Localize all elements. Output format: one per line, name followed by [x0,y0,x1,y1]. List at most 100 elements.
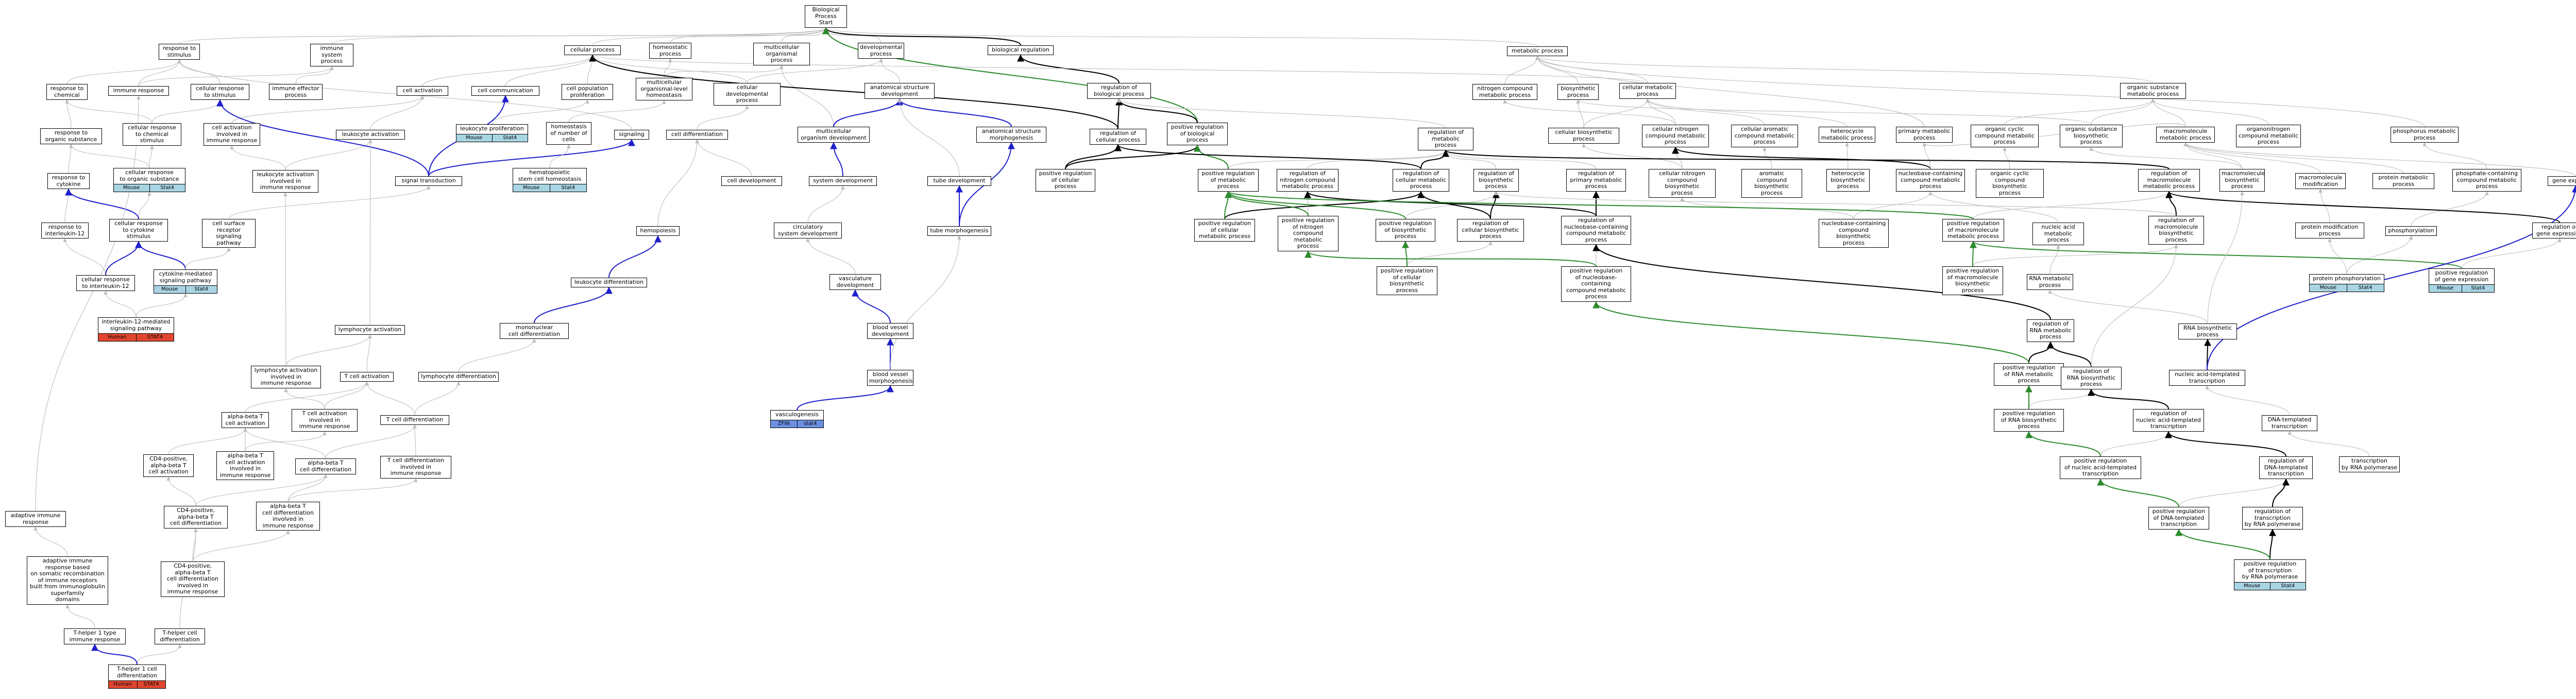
go-term-node[interactable]: gene expression [2548,176,2576,186]
go-term-node[interactable]: alpha-beta T cell differentiation [295,458,356,474]
go-term-node[interactable]: positive regulation of nucleic acid-temp… [2060,456,2141,479]
go-term-node[interactable]: multicellular organismal-level homeostas… [636,78,692,100]
go-term-node[interactable]: cellular nitrogen compound biosynthetic … [1649,169,1716,198]
go-term-node[interactable]: cellular biosynthetic process [1548,128,1619,144]
go-term-node[interactable]: response to organic substance [40,128,102,144]
gene-tag[interactable]: Stat4 [2269,582,2306,590]
go-term-node[interactable]: macromolecule biosynthetic process [2219,169,2265,192]
go-term-node[interactable]: cell surface receptor signaling pathway [202,219,256,248]
go-term-node[interactable]: leukocyte activation [336,130,405,140]
go-term-node[interactable]: RNA biosynthetic process [2178,323,2237,339]
go-term-node[interactable]: positive regulation of RNA metabolic pro… [1994,363,2064,386]
go-term-node[interactable]: regulation of DNA-templated transcriptio… [2259,456,2313,479]
go-term-node[interactable]: leukocyte activation involved in immune … [252,170,318,193]
species-tag[interactable]: Mouse [114,184,149,192]
go-term-node[interactable]: cell activation involved in immune respo… [204,123,260,146]
go-term-node[interactable]: lymphocyte activation [335,325,405,335]
go-term-node[interactable]: immune system process [310,44,353,66]
go-term-node[interactable]: developmental process [858,43,904,59]
go-term-node[interactable]: cell differentiation [666,130,728,140]
go-term-node[interactable]: cellular response to interleukin-12 [76,275,135,291]
go-term-node[interactable]: nucleic acid-templated transcription [2169,370,2245,386]
go-term-node[interactable]: immune effector process [269,84,323,100]
go-term-node[interactable]: alpha-beta T cell activation involved in… [216,451,274,480]
go-term-node[interactable]: response to chemical [46,84,88,100]
go-term-node[interactable]: regulation of cellular process [1090,129,1146,145]
go-term-node[interactable]: T-helper 1 type immune response [64,628,126,644]
species-tag[interactable]: ZFIN [771,420,797,428]
go-term-node[interactable]: nitrogen compound metabolic process [1472,84,1537,100]
go-term-node[interactable]: alpha-beta T cell differentiation involv… [256,502,320,531]
go-term-node[interactable]: regulation of RNA biosynthetic process [2061,367,2122,389]
go-term-node[interactable]: phosphate-containing compound metabolic … [2452,169,2521,192]
go-term-node[interactable]: T cell activation involved in immune res… [292,409,358,432]
go-term-node[interactable]: Biological Process Start [805,5,847,28]
go-term-node[interactable]: biological regulation [988,45,1054,55]
go-term-node[interactable]: positive regulation of metabolic process [1198,169,1259,192]
species-tag[interactable]: Mouse [513,184,550,192]
go-term-node[interactable]: lymphocyte activation involved in immune… [251,366,321,388]
go-term-node[interactable]: regulation of gene expression [2532,223,2576,238]
go-term-node[interactable]: positive regulation of nucleobase-contai… [1561,266,1631,302]
go-term-node[interactable]: cellular response to cytokine stimulus [109,219,168,242]
go-term-node[interactable]: regulation of biological process [1087,83,1151,99]
go-term-node[interactable]: organic cyclic compound metabolic proces… [1971,125,2039,147]
go-term-node[interactable]: heterocycle metabolic process [1819,127,1875,143]
species-tag[interactable]: Human [98,334,136,341]
go-term-node[interactable]: RNA metabolic process [2027,274,2073,290]
go-term-node[interactable]: interleukin-12-mediated signaling pathwa… [98,317,174,342]
go-term-node[interactable]: positive regulation of nitrogen compound… [1278,216,1338,251]
go-term-node[interactable]: cell activation [397,86,448,96]
go-term-node[interactable]: cellular response to stimulus [191,84,249,100]
go-term-node[interactable]: alpha-beta T cell activation [222,412,269,428]
go-term-node[interactable]: multicellular organismal process [753,43,810,65]
go-term-node[interactable]: regulation of nucleobase-containing comp… [1561,216,1631,245]
species-tag[interactable]: Mouse [2429,285,2462,292]
go-term-node[interactable]: regulation of nucleic acid-templated tra… [2133,409,2204,432]
go-term-node[interactable]: organic cyclic compound biosynthetic pro… [1976,169,2044,198]
gene-tag[interactable]: Stat4 [549,184,586,192]
gene-tag[interactable]: Stat4 [185,286,217,293]
go-term-node[interactable]: aromatic compound biosynthetic process [1741,169,1802,198]
gene-tag[interactable]: stat4 [796,420,823,428]
go-term-node[interactable]: transcription by RNA polymerase [2339,456,2400,472]
species-tag[interactable]: Mouse [456,134,492,142]
go-term-node[interactable]: regulation of biosynthetic process [1473,169,1519,192]
go-term-node[interactable]: CD4-positive, alpha-beta T cell differen… [161,561,225,597]
go-term-node[interactable]: DNA-templated transcription [2262,415,2317,431]
go-term-node[interactable]: phosphorus metabolic process [2391,127,2459,143]
go-term-node[interactable]: nucleobase-containing compound biosynthe… [1819,219,1889,248]
go-term-node[interactable]: hemopoiesis [636,226,680,236]
go-term-node[interactable]: T-helper cell differentiation [155,628,205,644]
go-term-node[interactable]: immune response [108,86,169,96]
go-term-node[interactable]: regulation of macromolecule biosynthetic… [2148,216,2204,245]
go-term-node[interactable]: heterocycle biosynthetic process [1826,169,1870,192]
gene-tag[interactable]: STAT4 [135,334,174,341]
go-term-node[interactable]: signal transduction [395,176,462,186]
go-term-node[interactable]: anatomical structure development [865,83,935,99]
go-term-node[interactable]: response to interleukin-12 [41,223,89,238]
go-term-node[interactable]: nucleobase-containing compound metabolic… [1896,169,1965,192]
go-term-node[interactable]: T cell activation [340,372,394,382]
go-term-node[interactable]: leukocyte differentiation [571,278,647,287]
go-term-node[interactable]: regulation of nitrogen compound metaboli… [1277,169,1338,192]
go-term-node[interactable]: CD4-positive, alpha-beta T cell activati… [143,454,194,477]
go-term-node[interactable]: positive regulation of biosynthetic proc… [1376,219,1435,242]
go-term-node[interactable]: positive regulation of biological proces… [1167,123,1228,145]
go-term-node[interactable]: nucleic acid metabolic process [2032,223,2084,245]
go-term-node[interactable]: signaling [614,130,649,140]
go-term-node[interactable]: T cell differentiation involved in immun… [380,456,451,479]
go-term-node[interactable]: cellular metabolic process [1619,83,1676,99]
go-term-node[interactable]: regulation of cellular biosynthetic proc… [1457,219,1524,242]
go-term-node[interactable]: system development [809,176,877,186]
go-term-node[interactable]: homeostasis of number of cells [546,122,591,145]
go-term-node[interactable]: positive regulation of macromolecule met… [1942,219,2004,242]
go-term-node[interactable]: circulatory system development [774,223,842,238]
